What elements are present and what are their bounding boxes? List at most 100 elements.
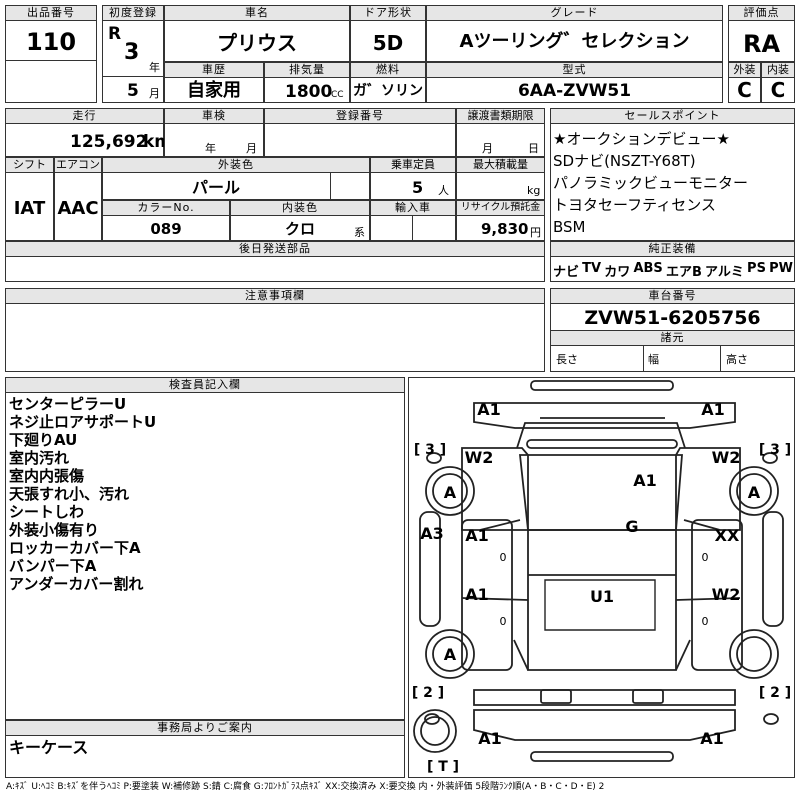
- damage-mark: A1: [478, 729, 502, 748]
- inspector-note: 室内内張傷: [9, 467, 85, 485]
- notes-label: 注意事項欄: [5, 288, 545, 304]
- inspector-note: 下廻りAU: [9, 431, 78, 449]
- inspector-note: バンパー下A: [9, 557, 97, 575]
- sales-point: トヨタセーフティセンス: [553, 196, 716, 214]
- transfer-day-unit: 日: [528, 142, 539, 155]
- tire-mark: [ 2 ]: [412, 685, 444, 701]
- zero-mark: 0: [500, 615, 507, 628]
- fuel-label: 燃料: [350, 62, 426, 78]
- equip-item: TV: [582, 261, 602, 276]
- capacity: 5: [412, 178, 424, 197]
- car-name-label: 車名: [164, 5, 350, 21]
- transfer-month-unit: 月: [482, 142, 493, 155]
- transfer-label: 譲渡書類期限: [456, 108, 545, 124]
- legend: A:ｷｽﾞ U:ﾍｺﾐ B:ｷｽﾞを伴うﾍｺﾐ P:要塗装 W:補修跡 S:錆 …: [6, 782, 605, 792]
- inspector-note: アンダーカバー割れ: [9, 575, 144, 593]
- equip-item: ナビ: [553, 265, 580, 280]
- inspection-year-unit: 年: [205, 142, 216, 155]
- ac-label: エアコン: [54, 157, 102, 173]
- ext-label: 外装: [728, 62, 761, 78]
- score-label: 評価点: [728, 5, 795, 21]
- equip-item: カワ: [604, 265, 631, 280]
- recycle-label: リサイクル預託金: [456, 200, 545, 216]
- damage-mark: A3: [420, 524, 444, 543]
- inspection-month-unit: 月: [246, 142, 257, 155]
- colorno-label: カラーNo.: [102, 200, 230, 216]
- fuel: ガ゛ソリン: [353, 83, 423, 99]
- interior-color-label: 内装色: [230, 200, 370, 216]
- sales-point: SDナビ(NSZT-Y68T): [553, 152, 696, 170]
- inspector-note: ロッカーカバー下A: [9, 539, 141, 557]
- inspection-label: 車検: [164, 108, 264, 124]
- model-label: 型式: [426, 62, 723, 78]
- capacity-label: 乗車定員: [370, 157, 456, 173]
- equip-item: エアB: [665, 265, 702, 280]
- chassis-number: ZVW51-6205756: [584, 307, 761, 329]
- sales-points-cell: [550, 108, 795, 241]
- tire-mark: [ 3 ]: [759, 442, 791, 458]
- color-label: 外装色: [102, 157, 370, 173]
- reg-cell: [102, 5, 164, 103]
- later-parts-label: 後日発送部品: [5, 241, 545, 257]
- inspector-list: センターピラーU ネジ止ロアサポートU 下廻りAU 室内汚れ 室内内張傷 天張す…: [9, 395, 156, 593]
- zero-mark: 0: [702, 615, 709, 628]
- sales-point: ★オークションデビュー★: [553, 130, 730, 148]
- displacement-unit: CC: [331, 90, 344, 100]
- zero-mark: 0: [500, 551, 507, 564]
- history-label: 車歴: [164, 62, 264, 78]
- damage-mark: A1: [633, 471, 657, 490]
- inspector-note: シートしわ: [9, 503, 85, 521]
- damage-mark: U1: [590, 587, 614, 606]
- door-label: ドア形状: [350, 5, 426, 21]
- damage-mark: A1: [701, 400, 725, 419]
- car-name: プリウス: [217, 31, 297, 55]
- exterior-color: パール: [191, 178, 240, 197]
- reg-year: 3: [124, 40, 140, 65]
- inspector-note: 外装小傷有り: [9, 521, 100, 539]
- inspector-label: 検査員記入欄: [5, 377, 405, 393]
- model: 6AA-ZVW51: [517, 81, 632, 101]
- equip-item: ABS: [633, 261, 663, 276]
- sales-point: パノラミックビューモニター: [553, 174, 749, 192]
- int-label: 内装: [761, 62, 795, 78]
- damage-mark: G: [625, 517, 638, 536]
- history: 自家用: [187, 80, 241, 101]
- zero-mark: 0: [702, 551, 709, 564]
- mileage-label: 走行: [5, 108, 164, 124]
- car-damage-diagram: A1 A1 W2 W2 A A A1 G A3 A1 XX A1 U1 W2 A…: [412, 380, 791, 775]
- inspector-note: センターピラーU: [9, 395, 127, 413]
- sales-point: BSM: [553, 218, 586, 236]
- inspector-note: 室内汚れ: [9, 449, 70, 467]
- dims-label: 諸元: [550, 330, 795, 346]
- sales-points-label: セールスポイント: [550, 108, 795, 124]
- dims-length: 長さ: [556, 353, 578, 366]
- reg-month-unit: 月: [149, 87, 160, 100]
- load-label: 最大積載量: [456, 157, 545, 173]
- shift-label: シフト: [5, 157, 54, 173]
- damage-mark: XX: [715, 526, 740, 545]
- reg-year-unit: 年: [149, 61, 160, 74]
- damage-diagram-cell: [408, 377, 795, 778]
- reg-label: 初度登録: [102, 5, 164, 21]
- dims-width: 幅: [648, 353, 659, 366]
- displacement: 1800: [285, 82, 333, 102]
- damage-mark: A: [748, 483, 761, 502]
- color-number: 089: [150, 220, 182, 238]
- interior-color-unit: 系: [354, 226, 365, 239]
- score: RA: [742, 30, 781, 58]
- dims-height: 高さ: [726, 353, 748, 366]
- displacement-label: 排気量: [264, 62, 350, 78]
- lot-number: 110: [25, 28, 77, 56]
- interior-color: クロ: [284, 220, 315, 238]
- grade-label: グレード: [426, 5, 723, 21]
- door-type: 5D: [372, 31, 404, 55]
- grade: Aツーリング゛セレクション: [459, 31, 690, 52]
- damage-mark: W2: [712, 448, 741, 467]
- sales-points-list: ★オークションデビュー★ SDナビ(NSZT-Y68T) パノラミックビューモニ…: [553, 128, 748, 238]
- load-unit: kg: [527, 184, 541, 197]
- office-label: 事務局よりご案内: [5, 720, 405, 736]
- equip-item: PW: [769, 261, 793, 276]
- lot-blank-cell: [5, 60, 97, 103]
- damage-mark: A1: [700, 729, 724, 748]
- inspector-note: ネジ止ロアサポートU: [9, 413, 157, 431]
